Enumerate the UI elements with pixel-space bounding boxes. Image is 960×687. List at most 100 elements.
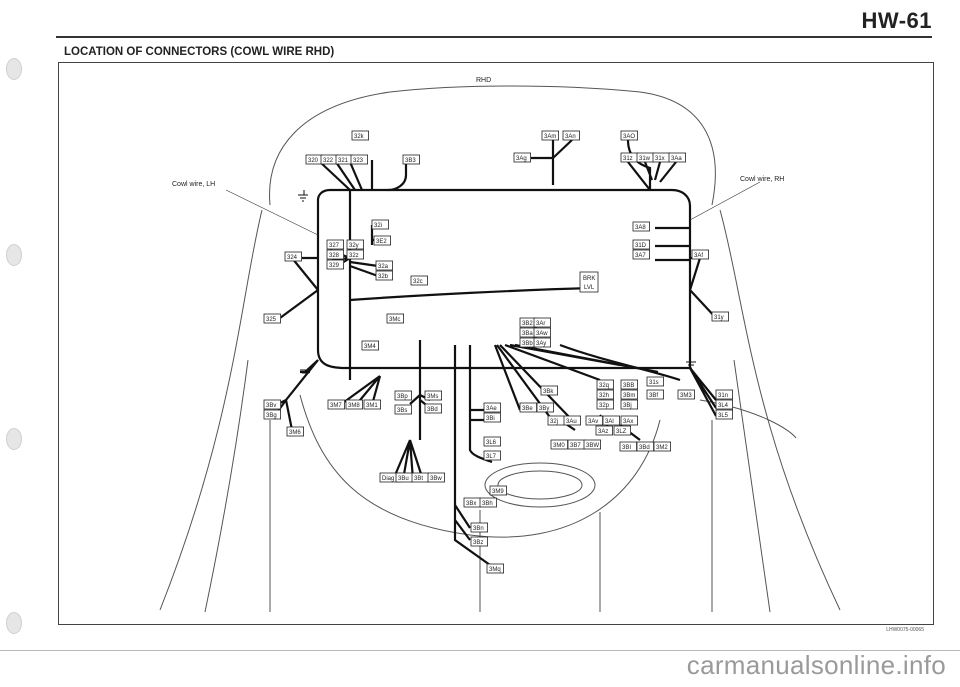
connector-3bw: 3Bw xyxy=(427,472,446,483)
connector-box xyxy=(286,426,305,437)
connector-label: 3Bj xyxy=(623,403,632,409)
connector-3m8: 3M8 xyxy=(345,399,364,410)
connector-label: 3Bp xyxy=(397,394,408,400)
connector-label: 3Al xyxy=(605,419,614,425)
connector-box xyxy=(410,275,429,286)
connector-box xyxy=(562,130,581,141)
connector-box xyxy=(402,154,421,165)
connector-label: 3Bd xyxy=(427,407,438,413)
connector-32k: 32k xyxy=(351,130,370,141)
connector-3l5: 3L5 xyxy=(715,409,734,420)
connector-label: 32q xyxy=(599,383,609,389)
connector-box xyxy=(632,221,651,232)
connector-box xyxy=(677,389,696,400)
connector-3ar: 3Ar xyxy=(533,317,552,328)
connector-box xyxy=(620,415,639,426)
connector-label: 3Mc xyxy=(389,317,400,323)
connector-label: 31w xyxy=(639,156,651,162)
connector-3m1: 3M1 xyxy=(363,399,382,410)
connector-label: 3Ay xyxy=(536,341,546,347)
diagram-frame xyxy=(58,62,934,625)
connector-3bb: 3BB xyxy=(620,379,639,390)
orientation-label: RHD xyxy=(476,77,491,84)
connector-3bt: 3Bt xyxy=(411,472,430,483)
connector-label: 3AO xyxy=(623,134,635,140)
connector-3au: 3Au xyxy=(563,415,582,426)
connector-322: 322 xyxy=(320,154,339,165)
connector-label: 3M4 xyxy=(364,344,376,350)
connector-box xyxy=(513,152,532,163)
connector-32j: 32j xyxy=(547,415,566,426)
connector-label: 3L5 xyxy=(718,413,729,419)
connector-label: 3BI xyxy=(622,445,631,451)
connector-label: 3Av xyxy=(588,419,598,425)
watermark-text: carmanualsonline.info xyxy=(686,650,946,680)
connector-3mq: 3Mq xyxy=(486,563,505,574)
connector-3bj: 3Bj xyxy=(620,399,639,410)
connector-3ae: 3Ae xyxy=(483,402,502,413)
connector-label: 3M1 xyxy=(366,403,378,409)
connector-3m2: 3M2 xyxy=(653,441,672,452)
connector-box xyxy=(486,563,505,574)
connector-box xyxy=(550,439,569,450)
connector-327: 327 xyxy=(326,239,345,250)
connector-box xyxy=(620,389,639,400)
connector-323: 323 xyxy=(350,154,369,165)
connector-label: 31x xyxy=(655,156,665,162)
connector-box xyxy=(620,379,639,390)
connector-3ax: 3Ax xyxy=(620,415,639,426)
connector-label: 3Bz xyxy=(473,540,483,546)
connector-31n: 31n xyxy=(715,389,734,400)
connector-3az: 3Az xyxy=(595,425,614,436)
connector-3l6: 3L6 xyxy=(483,436,502,447)
connector-label: 3L6 xyxy=(486,440,497,446)
brake-level-text: BRK xyxy=(583,276,595,282)
connector-box xyxy=(361,340,380,351)
connector-box xyxy=(711,311,730,322)
connector-31w: 31w xyxy=(636,152,655,163)
connector-31y: 31y xyxy=(711,311,730,322)
connector-31z: 31z xyxy=(620,152,639,163)
connector-label: 3B7 xyxy=(570,443,581,449)
connector-label: 31s xyxy=(649,380,659,386)
connector-box xyxy=(350,154,369,165)
connector-3al: 3Al xyxy=(602,415,621,426)
header-rule xyxy=(56,36,932,38)
connector-label: 31z xyxy=(623,156,633,162)
connector-label: 3Bi xyxy=(486,416,495,422)
connector-3a8: 3A8 xyxy=(632,221,651,232)
connector-label: 3Bh xyxy=(482,501,493,507)
connector-label: 3Aa xyxy=(671,156,682,162)
connector-3m9: 3M9 xyxy=(489,485,508,496)
connector-box xyxy=(715,409,734,420)
connector-box xyxy=(375,260,394,271)
connector-box xyxy=(596,399,615,410)
connector-label: 3Ag xyxy=(516,156,527,162)
connector-321: 321 xyxy=(335,154,354,165)
connector-label: 3LZ xyxy=(616,429,627,435)
connector-3bg: 3Bg xyxy=(263,409,282,420)
connector-label: 3Bx xyxy=(466,501,476,507)
connector-3a7: 3A7 xyxy=(632,249,651,260)
connector-label: 3Mq xyxy=(489,567,501,573)
connector-3bz: 3Bz xyxy=(470,536,489,547)
connector-label: 32y xyxy=(349,243,359,249)
connector-3m4: 3M4 xyxy=(361,340,380,351)
connector-label: 3Bm xyxy=(623,393,635,399)
connector-box xyxy=(483,450,502,461)
connector-box xyxy=(483,412,502,423)
connector-3af: 3Af xyxy=(691,249,710,260)
connector-box xyxy=(595,425,614,436)
connector-325: 325 xyxy=(263,313,282,324)
connector-label: 3Az xyxy=(598,429,608,435)
connector-3l7: 3L7 xyxy=(483,450,502,461)
connector-32p: 32p xyxy=(596,399,615,410)
connector-3bi: 3Bi xyxy=(483,412,502,423)
connector-label: 323 xyxy=(353,158,364,164)
connector-3bk: 3Bk xyxy=(540,385,559,396)
connector-3am: 3Am xyxy=(541,130,560,141)
connector-label: 329 xyxy=(329,263,340,269)
connector-label: 3Bw xyxy=(430,476,442,482)
